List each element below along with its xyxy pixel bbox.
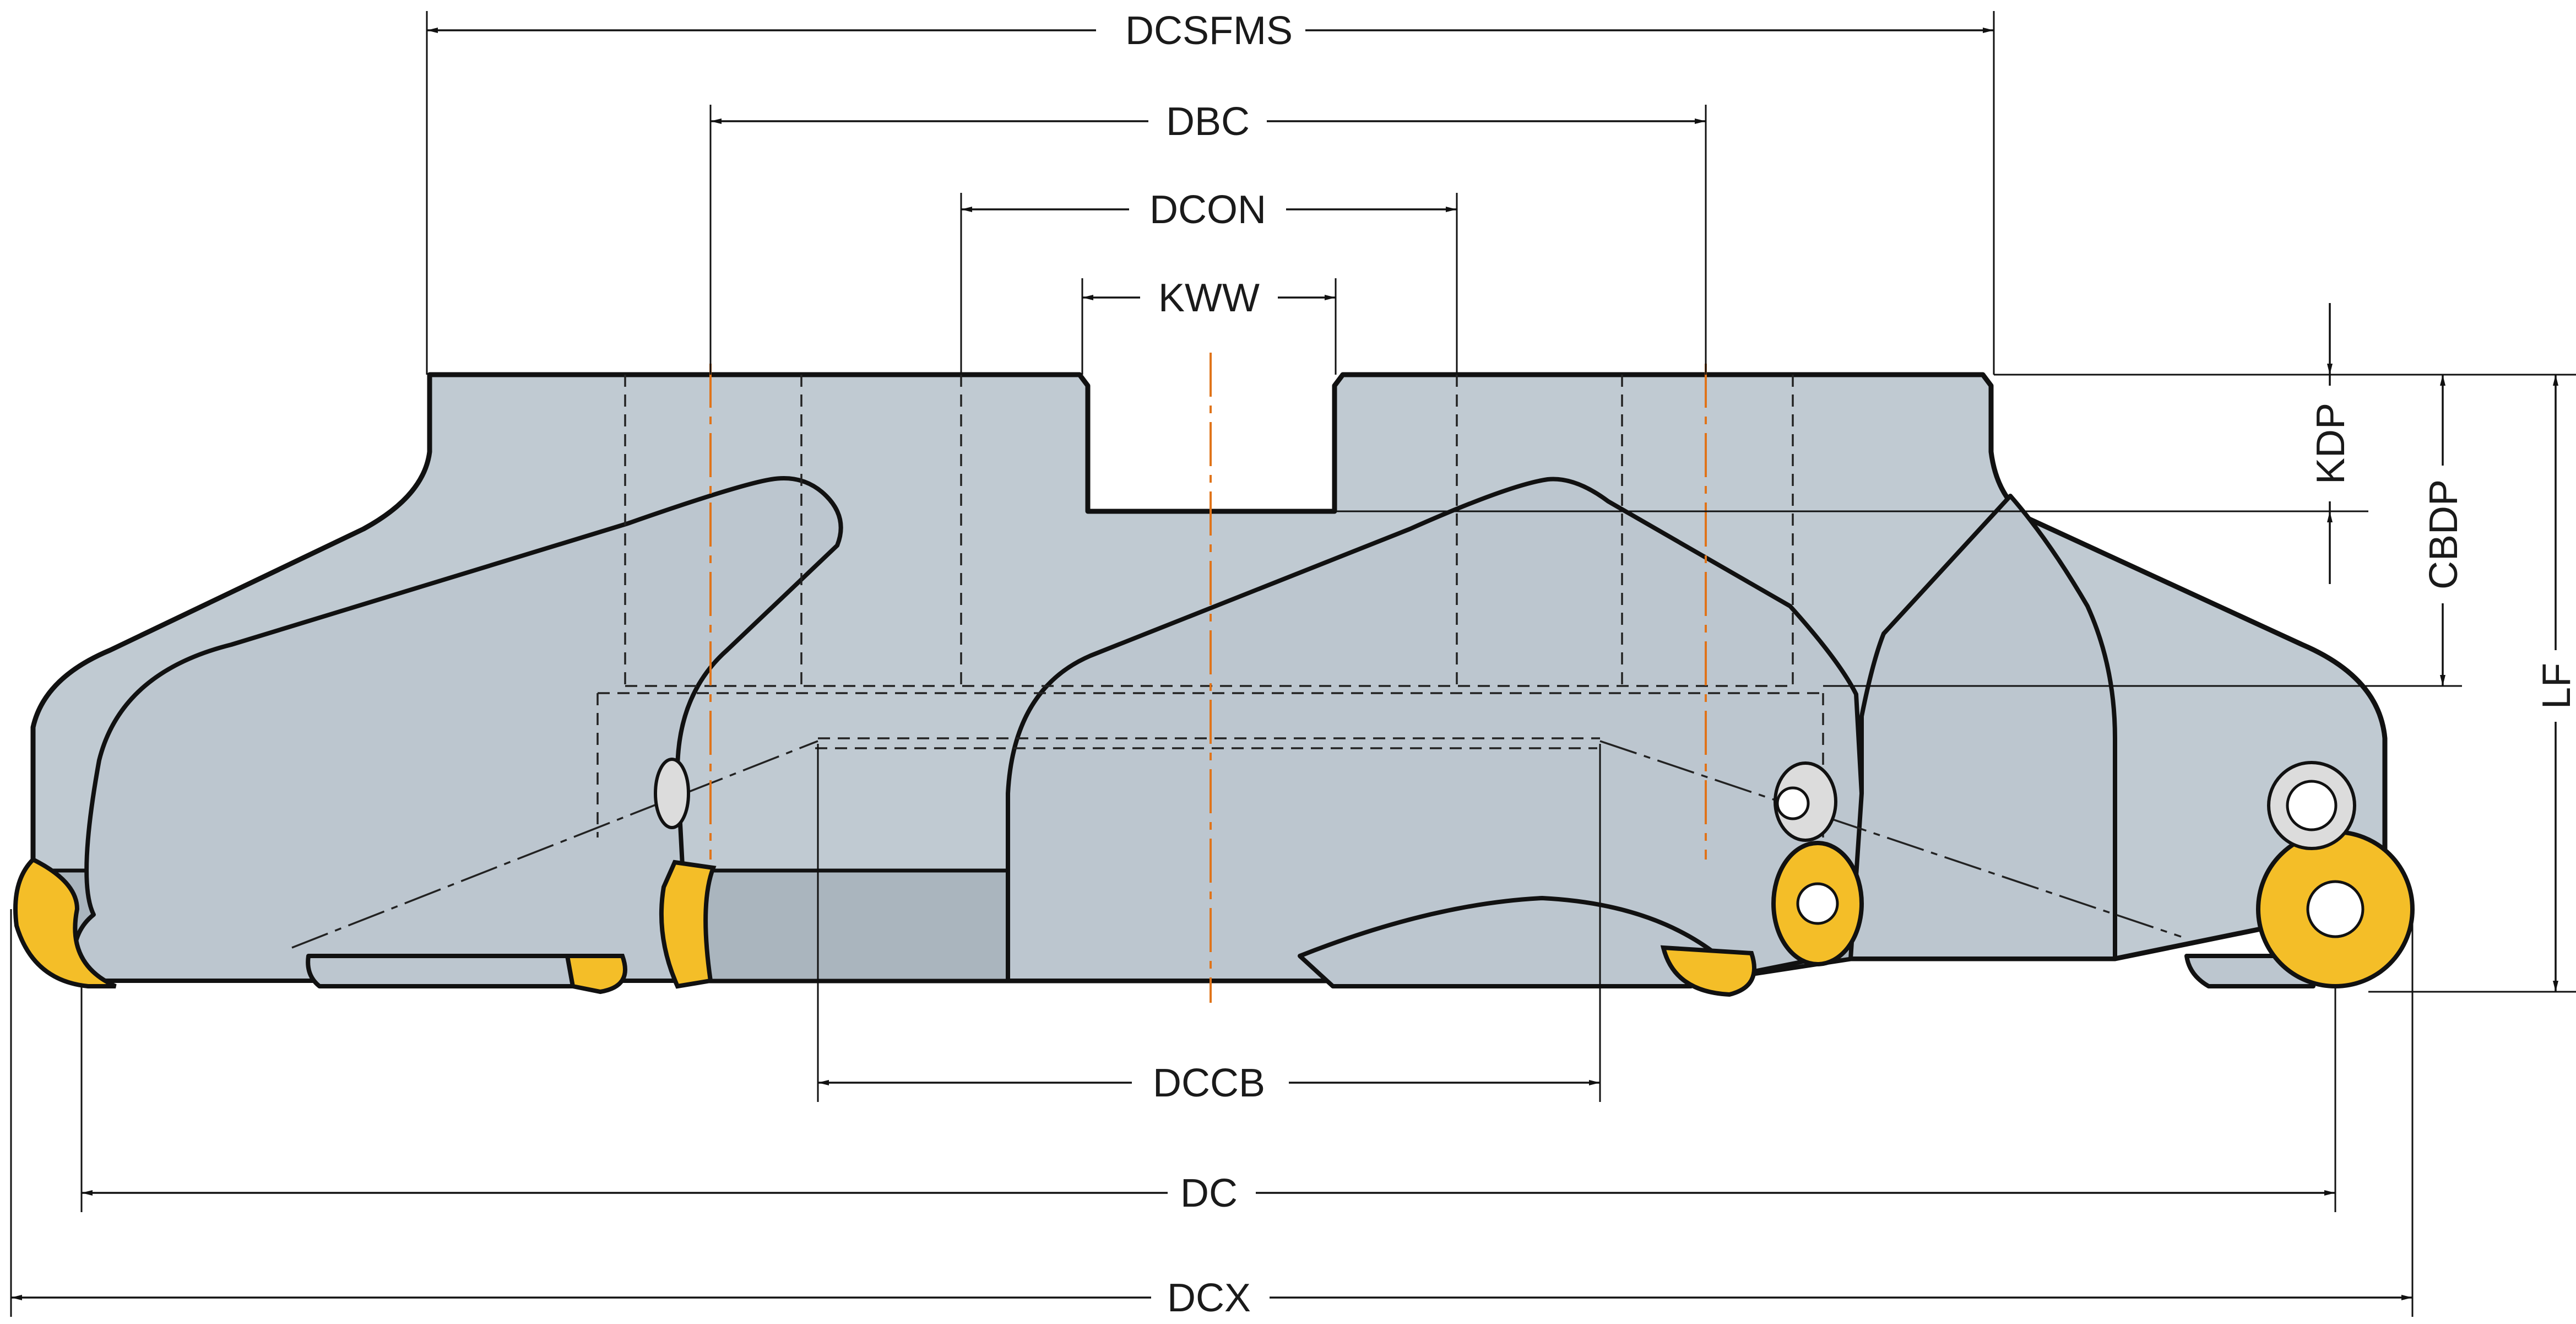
pocket-left <box>72 476 843 983</box>
center-lines <box>709 353 1707 1003</box>
screw-head-left <box>654 758 690 829</box>
insert-left-edge <box>13 857 117 988</box>
bottom-ridge-middle <box>1298 896 1721 988</box>
label-dbc: DBC <box>1166 100 1250 144</box>
insert-bottom-middle <box>1660 945 1756 997</box>
dimension-labels: DCSFMS DBC DCON KWW DCCB DC DCX KDP CBDP… <box>1096 6 2576 1321</box>
label-lf: LF <box>2535 663 2576 709</box>
label-dcon: DCON <box>1149 188 1266 232</box>
extension-lines <box>10 11 2576 1317</box>
screws <box>654 758 2356 850</box>
pocket-right <box>1848 494 2117 961</box>
label-dccb: DCCB <box>1153 1061 1265 1105</box>
insert-bottom-left <box>565 954 627 995</box>
label-dcsfms: DCSFMS <box>1125 9 1293 53</box>
hidden-lines <box>596 375 1824 837</box>
cutter-body <box>30 372 2388 988</box>
label-dc: DC <box>1180 1171 1238 1215</box>
label-kww: KWW <box>1158 276 1260 320</box>
insert-middle-left <box>659 860 717 989</box>
label-cbdp: CBDP <box>2422 479 2466 590</box>
screw-torx-icon-middle <box>1776 786 1810 820</box>
screw-torx-right <box>2306 880 2365 938</box>
label-dcx: DCX <box>1167 1276 1251 1320</box>
pocket-middle <box>1006 477 1864 983</box>
bottom-ridge-left <box>306 954 614 988</box>
screw-torx-middle-right <box>1796 882 1839 925</box>
label-kdp: KDP <box>2309 403 2353 484</box>
screw-torx-icon-right <box>2286 780 2338 831</box>
phantom-lines <box>291 740 2182 949</box>
